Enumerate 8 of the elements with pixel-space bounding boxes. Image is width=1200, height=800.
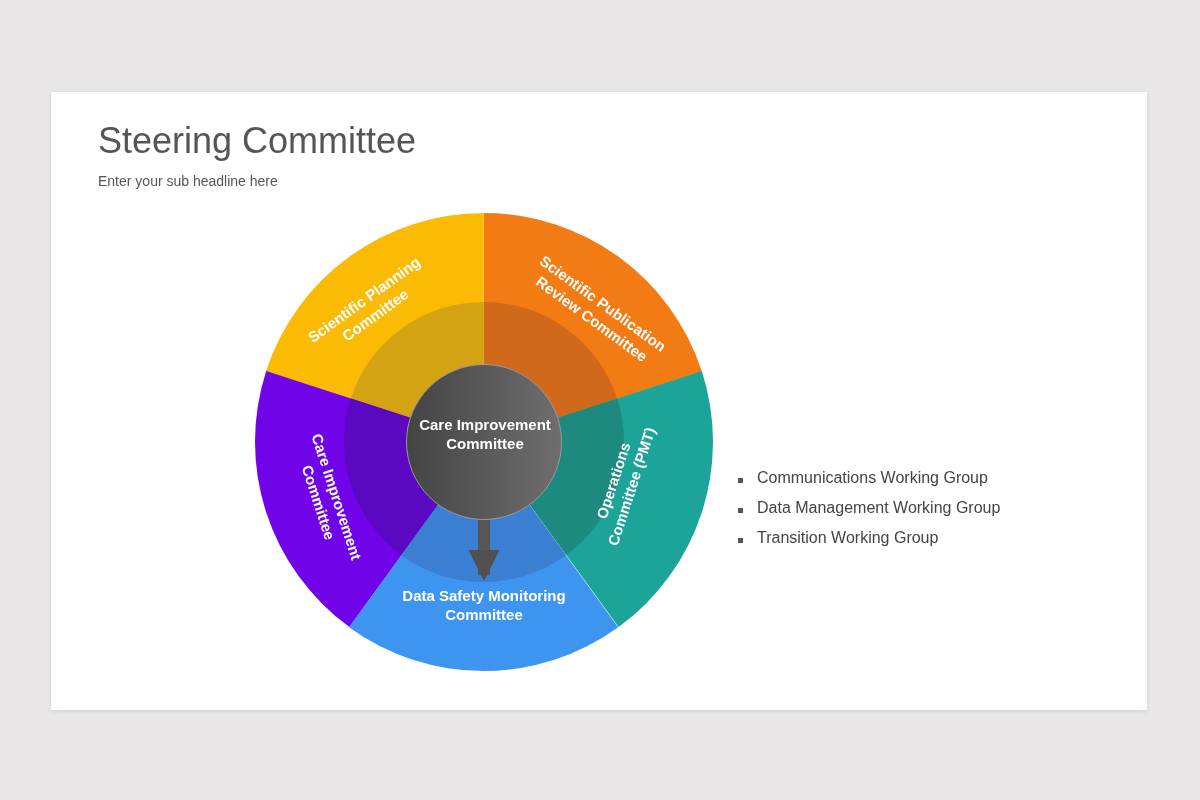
list-item: Data Management Working Group — [757, 499, 1001, 517]
arrow — [468, 518, 500, 582]
segment-label: Data Safety Monitoring Committee — [401, 587, 567, 625]
list-item: Communications Working Group — [757, 469, 988, 487]
title: Steering Committee — [98, 120, 417, 162]
list-item: Transition Working Group — [757, 529, 939, 547]
subtitle: Enter your sub headline here — [98, 173, 278, 189]
circle-label: Care Improvement Committee — [418, 416, 552, 454]
